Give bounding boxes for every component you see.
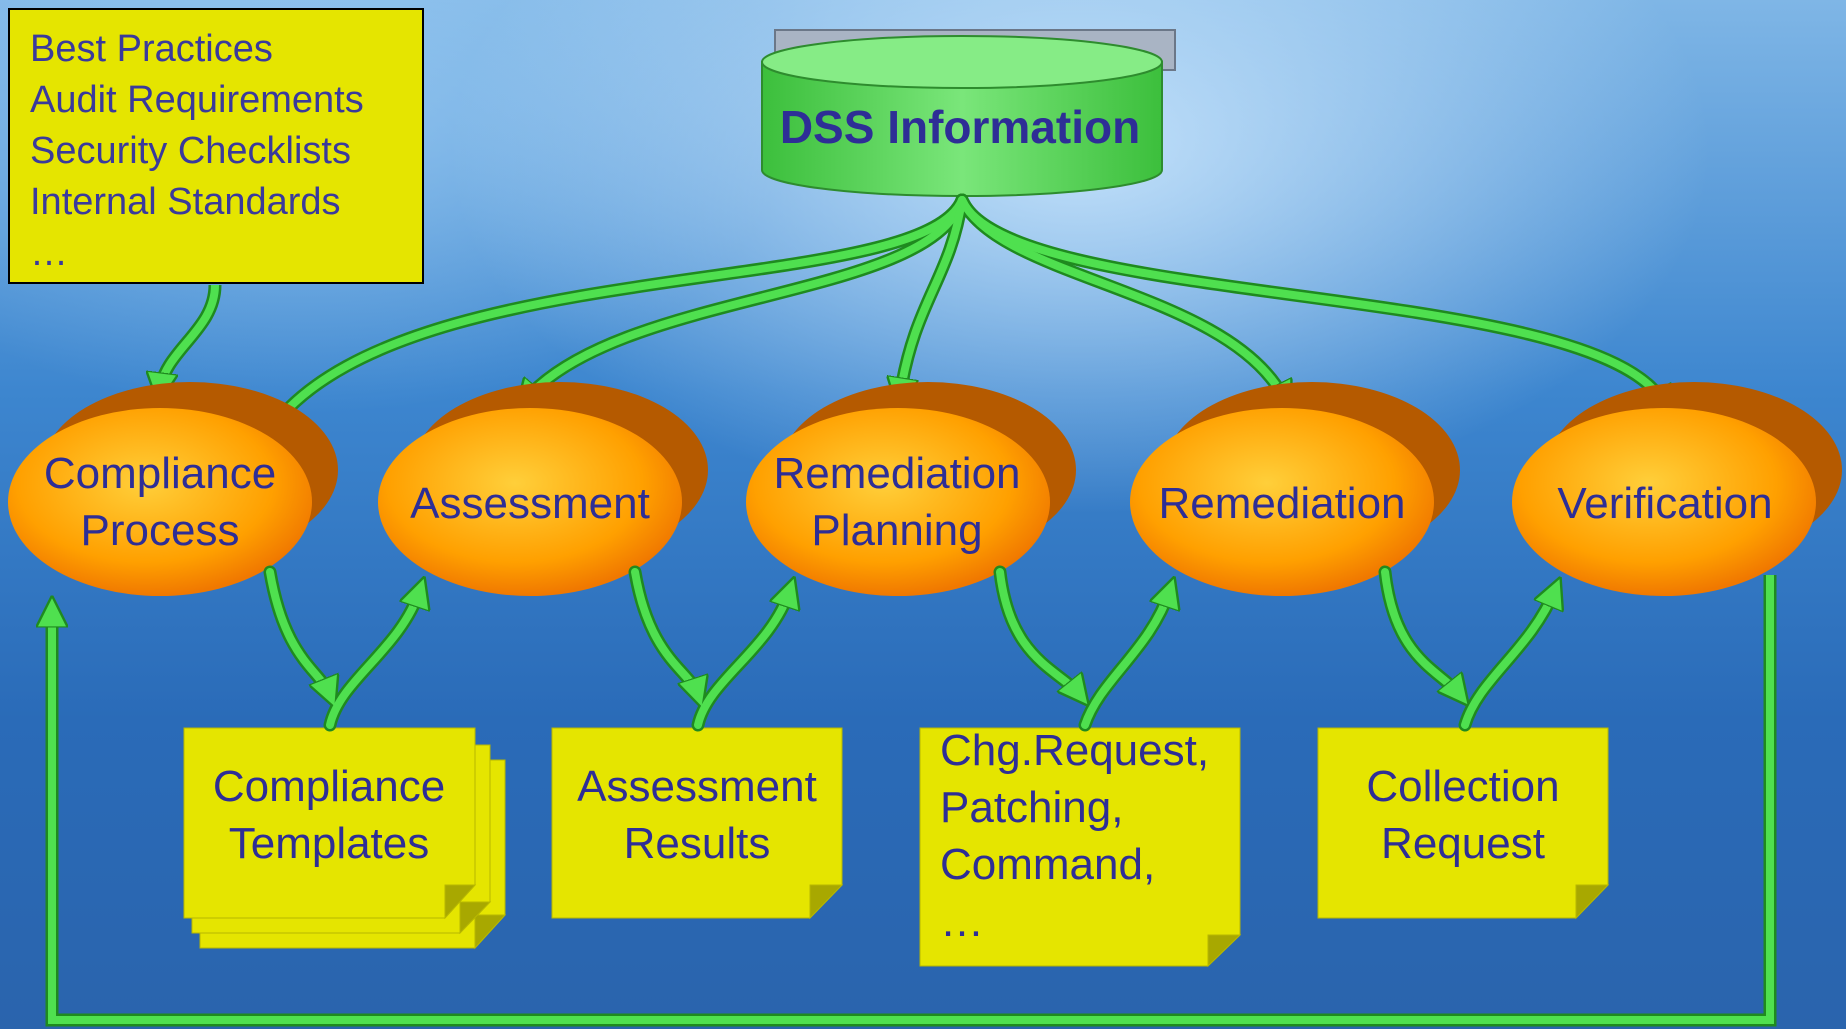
artifact-line: Assessment	[577, 762, 817, 811]
artifact-line: Results	[623, 819, 771, 868]
db-to-process-arrows	[270, 193, 1665, 430]
process-remediation-planning-label: Remediation Planning	[757, 445, 1037, 559]
process-label-line: Verification	[1557, 479, 1773, 528]
process-remediation-label: Remediation	[1142, 475, 1422, 532]
artifact-compliance-templates: Compliance Templates	[184, 758, 474, 872]
process-assessment-label: Assessment	[390, 475, 670, 532]
source-line: …	[30, 232, 68, 274]
source-line: Best Practices	[30, 28, 273, 70]
source-inputs-box: Best Practices Audit Requirements Securi…	[8, 8, 424, 284]
artifact-line: Patching,	[940, 783, 1124, 832]
artifact-assessment-results: Assessment Results	[552, 758, 842, 872]
artifact-collection-request: Collection Request	[1318, 758, 1608, 872]
artifact-line: Chg.Request,	[940, 726, 1210, 775]
artifact-line: …	[940, 897, 984, 946]
process-label-line: Process	[80, 506, 240, 555]
process-label-line: Planning	[811, 506, 983, 555]
process-label-line: Remediation	[773, 449, 1021, 498]
database-label: DSS Information	[779, 101, 1141, 153]
artifact-line: Collection	[1366, 762, 1560, 811]
process-label-line: Assessment	[410, 479, 650, 528]
artifact-line: Request	[1381, 819, 1545, 868]
process-label-line: Remediation	[1158, 479, 1406, 528]
artifact-line: Compliance	[212, 762, 446, 811]
database-cylinder	[761, 29, 1176, 197]
process-verification-label: Verification	[1525, 475, 1805, 532]
process-artifact-arrows	[263, 565, 1555, 732]
process-label-line: Compliance	[43, 449, 277, 498]
process-ellipses	[8, 382, 1842, 596]
artifact-line: Templates	[228, 819, 430, 868]
feedback-loop-arrow	[52, 575, 1777, 1027]
artifact-notes	[183, 727, 1610, 968]
source-line: Security Checklists	[30, 130, 351, 172]
source-line: Audit Requirements	[30, 79, 364, 121]
source-line: Internal Standards	[30, 181, 341, 223]
source-to-compliance-arrow	[160, 284, 222, 390]
artifact-line: Command,	[940, 840, 1156, 889]
artifact-change-request: Chg.Request, Patching, Command, …	[940, 722, 1240, 950]
process-compliance-label: Compliance Process	[20, 445, 300, 559]
